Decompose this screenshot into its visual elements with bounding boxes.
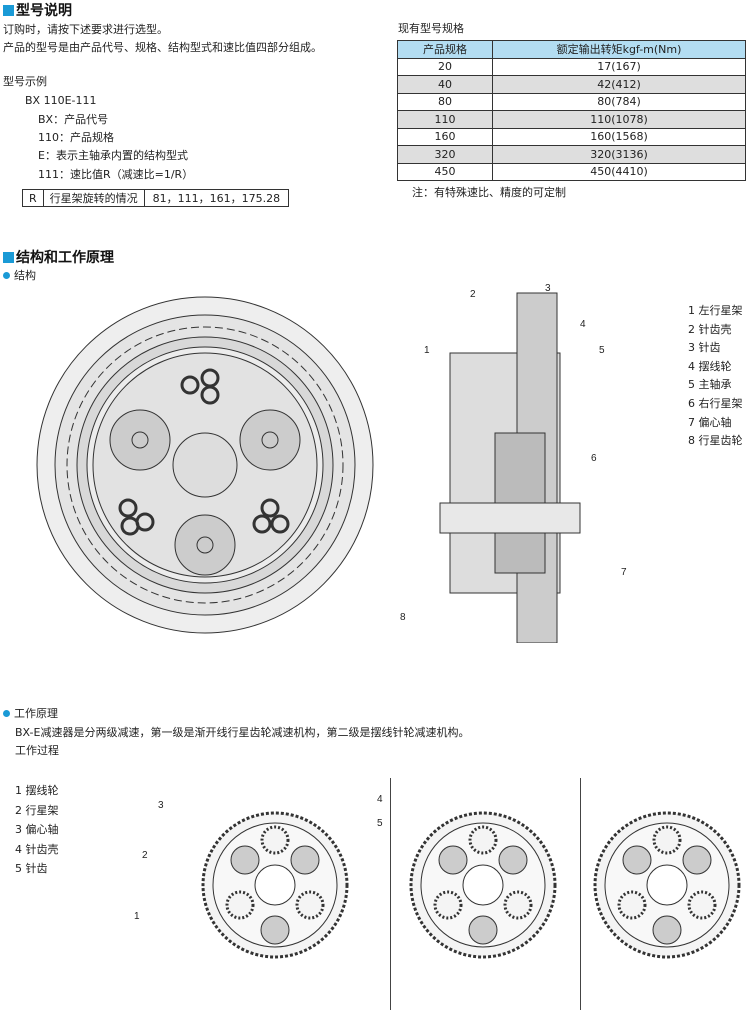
legend-item: 1 左行星架 <box>688 304 743 317</box>
legend-item: 8 行星齿轮 <box>688 434 743 448</box>
ratio-label: 行星架旋转的情况 <box>42 189 145 207</box>
example-item: 111：速比值R（减速比=1/R） <box>38 168 194 181</box>
section-title-model: 型号说明 <box>3 0 72 20</box>
callout: 4 <box>580 319 586 330</box>
callout: 7 <box>621 567 627 578</box>
ratio-values: 81，111，161，175.28 <box>143 189 290 207</box>
legend-item: 5 针齿 <box>15 862 48 875</box>
callout: 2 <box>142 850 148 861</box>
callout: 1 <box>134 911 140 922</box>
example-code: BX 110E-111 <box>25 94 97 107</box>
callout: 5 <box>599 345 605 356</box>
principle-label: 工作原理 <box>3 707 58 721</box>
cell: 320 <box>397 145 493 164</box>
intro-line-2: 产品的型号是由产品代号、规格、结构型式和速比值四部分组成。 <box>3 41 322 54</box>
legend-item: 6 右行星架 <box>688 396 743 410</box>
intro-line-1: 订购时，请按下述要求进行选型。 <box>3 23 168 36</box>
legend-item: 3 针齿 <box>688 341 721 355</box>
spec-title: 现有型号规格 <box>398 22 464 35</box>
front-view-drawing <box>36 296 374 634</box>
callout: 3 <box>158 800 164 811</box>
example-label: 型号示例 <box>3 75 47 88</box>
example-item: E：表示主轴承内置的结构型式 <box>38 149 188 162</box>
cell: 450 <box>397 162 493 181</box>
cell: 17(167) <box>492 57 746 76</box>
legend-item: 1 摆线轮 <box>15 784 59 797</box>
ratio-key: R <box>22 189 44 207</box>
cell: 450(4410) <box>492 162 746 181</box>
cell: 80 <box>397 92 493 111</box>
col-header: 产品规格 <box>397 40 493 59</box>
example-item: BX：产品代号 <box>38 113 109 126</box>
cell: 42(412) <box>492 75 746 94</box>
structure-legend: 1 左行星架 2 针齿壳 3 针齿 4 摆线轮 5 主轴承 6 右行星架 7 偏… <box>688 304 743 453</box>
label-text: 工作原理 <box>14 707 58 720</box>
cell: 110 <box>397 110 493 129</box>
process-drawing-1: 1 2 3 4 5 <box>134 794 383 959</box>
cell: 320(3136) <box>492 145 746 164</box>
legend-item: 4 针齿壳 <box>15 842 59 856</box>
section-title-structure: 结构和工作原理 <box>3 247 114 267</box>
callout: 5 <box>377 818 383 829</box>
legend-item: 2 针齿壳 <box>688 322 732 336</box>
divider <box>390 778 391 1010</box>
legend-item: 7 偏心轴 <box>688 415 732 429</box>
callout: 1 <box>424 345 430 356</box>
callout: 6 <box>591 453 597 464</box>
legend-item: 3 偏心轴 <box>15 823 59 836</box>
title-text: 型号说明 <box>16 3 72 19</box>
callout: 2 <box>470 289 476 300</box>
divider <box>580 778 581 1010</box>
bullet-dot-icon <box>3 272 10 279</box>
callout: 8 <box>400 612 406 623</box>
process-drawing-2 <box>409 811 557 959</box>
cell: 160 <box>397 127 493 146</box>
bullet-square-icon <box>3 4 14 16</box>
ratio-table: R 行星架旋转的情况 81，111，161，175.28 <box>22 189 290 207</box>
label-text: 结构 <box>14 269 36 282</box>
legend-item: 5 主轴承 <box>688 378 732 392</box>
cell: 80(784) <box>492 92 746 111</box>
col-header: 额定输出转矩kgf-m(Nm) <box>492 40 746 59</box>
legend-item: 2 行星架 <box>15 803 59 817</box>
process-legend: 1 摆线轮 2 行星架 3 偏心轴 4 针齿壳 5 针齿 <box>15 784 59 882</box>
cell: 20 <box>397 57 493 76</box>
cell: 40 <box>397 75 493 94</box>
spec-note: 注：有特殊速比、精度的可定制 <box>412 186 566 199</box>
callout: 4 <box>377 794 383 805</box>
title-text: 结构和工作原理 <box>16 250 114 266</box>
section-view-drawing: 1 2 3 4 5 6 7 8 <box>400 283 627 643</box>
structure-label: 结构 <box>3 269 36 283</box>
process-label: 工作过程 <box>15 744 59 757</box>
callout: 3 <box>545 283 551 294</box>
legend-item: 4 摆线轮 <box>688 359 732 373</box>
cell: 160(1568) <box>492 127 746 146</box>
process-drawing-3 <box>593 811 741 959</box>
principle-text: BX-E减速器是分两级减速，第一级是渐开线行星齿轮减速机构，第二级是摆线针轮减速… <box>15 726 470 739</box>
example-item: 110：产品规格 <box>38 131 114 144</box>
cell: 110(1078) <box>492 110 746 129</box>
bullet-square-icon <box>3 251 14 263</box>
bullet-dot-icon <box>3 710 10 717</box>
